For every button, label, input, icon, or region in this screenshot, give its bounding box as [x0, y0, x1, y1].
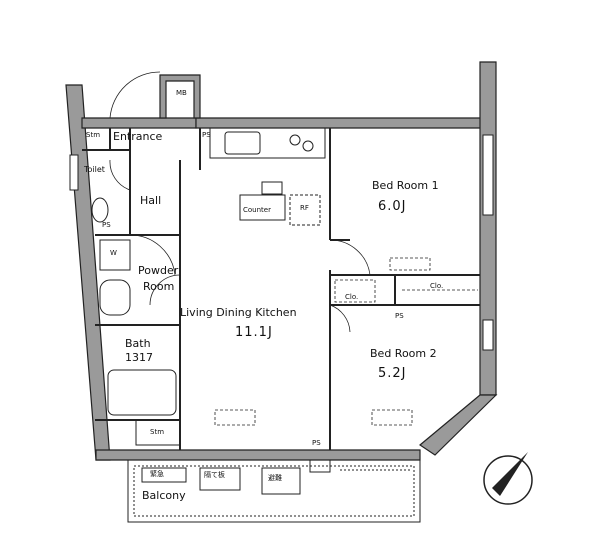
dashed-items — [214, 257, 478, 426]
wm-label: W — [110, 249, 117, 257]
bath-label-2: 1317 — [125, 351, 153, 364]
mb-label: MB — [176, 89, 187, 97]
ps-mid-label: PS — [395, 312, 404, 320]
counter-label: Counter — [243, 206, 271, 214]
door-swings — [109, 71, 371, 333]
bedroom2-name-label: Bed Room 2 — [370, 347, 437, 360]
balcony-label: Balcony — [142, 489, 186, 502]
balcony — [127, 459, 421, 523]
compass-icon — [483, 452, 533, 505]
hall-label: Hall — [140, 194, 162, 207]
rf-label: RF — [300, 204, 309, 212]
bath-label-1: Bath — [125, 337, 151, 350]
storage-label: Stm — [86, 131, 101, 139]
bedroom1-size-label: 6.0J — [378, 199, 407, 214]
closet2-label: Clo. — [430, 282, 444, 290]
ldk-name-label: Living Dining Kitchen — [180, 306, 297, 319]
balcony-box3-label: 避難 — [268, 474, 282, 482]
ps-top-label: PS — [202, 131, 211, 139]
powder-room-label-2: Room — [143, 280, 175, 293]
balcony-box2-label: 隔て板 — [204, 471, 225, 479]
bath-fixtures — [91, 197, 181, 446]
balcony-box1-label: 緊急 — [150, 470, 164, 478]
entrance-label: Entrance — [113, 130, 163, 143]
bedroom1-name-label: Bed Room 1 — [372, 179, 439, 192]
closet1-label: Clo. — [345, 293, 359, 301]
storage-bottom-label: Stm — [150, 428, 165, 436]
kitchen-fixtures — [209, 127, 326, 226]
ps-bottom-label: PS — [312, 439, 321, 447]
ps-hall-label: PS — [102, 221, 111, 229]
partitions — [82, 128, 480, 450]
ldk-size-label: 11.1J — [235, 325, 273, 340]
bedroom2-size-label: 5.2J — [378, 366, 407, 381]
powder-room-label-1: Powder — [138, 264, 179, 277]
windows — [69, 134, 494, 351]
toilet-label: Toilet — [84, 165, 105, 174]
